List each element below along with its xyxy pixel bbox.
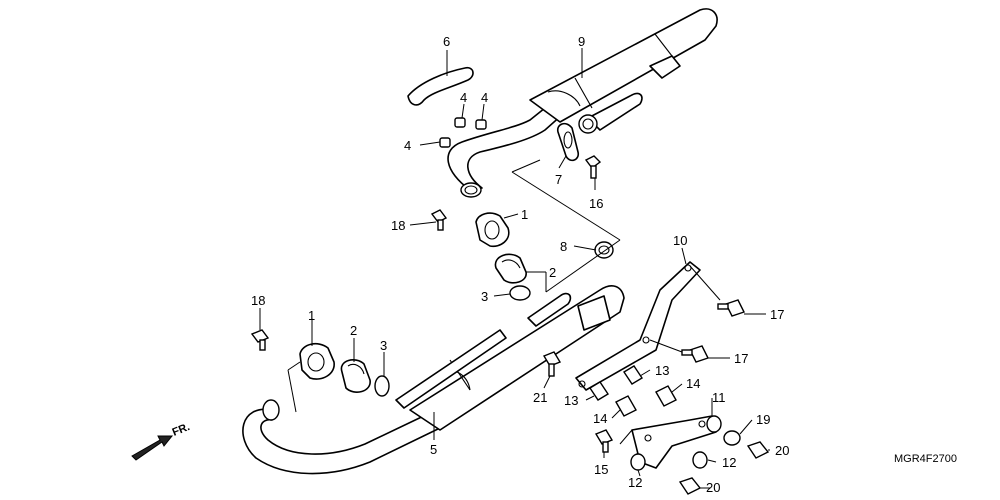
joint-2-lower: [340, 359, 371, 393]
callout-21: 21: [533, 390, 547, 405]
callout-18: 18: [251, 293, 265, 308]
callout-13: 13: [655, 363, 669, 378]
callout-labels: 6 9 4 4 4 7 16 18 1 8 2 3 10 17 17 18 1 …: [251, 34, 789, 495]
callout-17: 17: [734, 351, 748, 366]
front-direction-arrow: FR.: [131, 421, 192, 461]
clip-4: [439, 117, 487, 148]
callout-20: 20: [706, 480, 720, 495]
callout-8: 8: [560, 239, 567, 254]
callout-20: 20: [775, 443, 789, 458]
callout-4: 4: [481, 90, 488, 105]
callout-10: 10: [673, 233, 687, 248]
bolt-21: [542, 351, 562, 377]
joint-2-upper: [494, 253, 527, 284]
callout-3: 3: [380, 338, 387, 353]
callout-14: 14: [593, 411, 607, 426]
callout-18: 18: [391, 218, 405, 233]
callout-16: 16: [589, 196, 603, 211]
leader-lines: [259, 48, 770, 489]
bolt-18-upper: [430, 209, 448, 231]
callout-4: 4: [460, 90, 467, 105]
callout-3: 3: [481, 289, 488, 304]
diagram-code: MGR4F2700: [894, 453, 957, 465]
callout-4: 4: [404, 138, 411, 153]
fr-label: FR.: [171, 421, 192, 439]
ring-3-lower: [374, 375, 390, 397]
callout-12: 12: [722, 455, 736, 470]
callout-5: 5: [430, 442, 437, 457]
callout-1: 1: [521, 207, 528, 222]
callout-1: 1: [308, 308, 315, 323]
upper-muffler-assembly: [447, 8, 718, 198]
collar-13: [589, 365, 643, 401]
callout-6: 6: [443, 34, 450, 49]
callout-9: 9: [578, 34, 585, 49]
gasket-1-lower: [299, 342, 335, 380]
collar-14: [615, 385, 677, 417]
bolt-17-lower: [681, 345, 709, 363]
callout-2: 2: [549, 265, 556, 280]
callout-14: 14: [686, 376, 700, 391]
clamp-7: [556, 122, 580, 162]
ring-3-upper: [509, 285, 531, 301]
callout-19: 19: [756, 412, 770, 427]
callout-7: 7: [555, 172, 562, 187]
callout-12: 12: [628, 475, 642, 490]
bracket-10: [575, 261, 701, 391]
rubber-12: [630, 415, 722, 471]
washer-19: [723, 430, 741, 446]
callout-13: 13: [564, 393, 578, 408]
callout-15: 15: [594, 462, 608, 477]
gasket-1-upper: [475, 212, 510, 248]
bolt-18-lower: [250, 329, 270, 351]
lower-muffler-assembly: [242, 285, 625, 475]
bolt-17-upper: [717, 299, 745, 317]
heat-shield-6: [407, 66, 474, 106]
bolt-15: [594, 429, 614, 453]
callout-11: 11: [712, 390, 726, 405]
callout-17: 17: [770, 307, 784, 322]
bolt-16: [584, 155, 602, 179]
callout-2: 2: [350, 323, 357, 338]
